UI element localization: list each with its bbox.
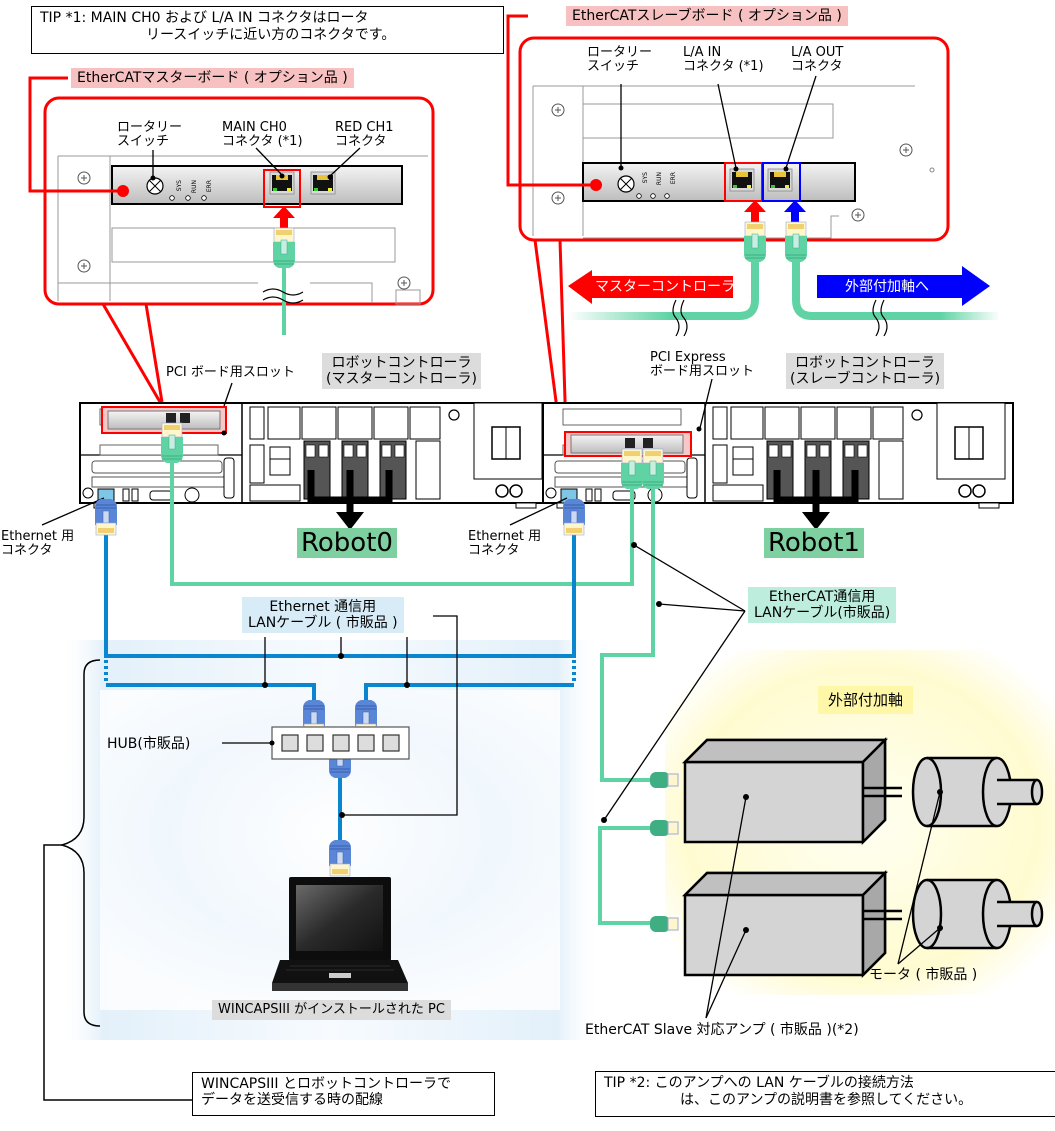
slave-rotary-switch-label: ロータリースイッチ: [587, 45, 653, 74]
pci-slot-label: PCI ボード用スロット: [166, 365, 295, 380]
master-ethernet-connector-label: Ethernet 用コネクタ: [1, 529, 75, 558]
master-controller-name: ロボットコントローラ(マスターコントローラ): [322, 353, 481, 389]
master-board-header: EtherCATマスターボード ( オプション品 ): [71, 68, 354, 88]
la-out-port: [767, 168, 793, 192]
robot1-output-arrow: [773, 470, 859, 515]
master-rotary-switch-label: ロータリースイッチ: [117, 120, 183, 149]
robot1-label: Robot1: [764, 528, 864, 558]
amp-connectors: [650, 772, 679, 932]
robot0-label: Robot0: [297, 528, 397, 558]
arrow-to-master: [568, 270, 733, 304]
master-controller: [79, 402, 551, 509]
to-external-axis-label: 外部付加軸へ: [845, 279, 929, 295]
slave-led-err: ERR: [670, 172, 677, 185]
slave-ethernet-connector-label: Ethernet 用コネクタ: [468, 529, 542, 558]
robot0-output-arrow: [307, 470, 393, 515]
master-led-sys: SYS: [176, 180, 183, 192]
pc-network-brace: [43, 659, 192, 1101]
amp-2: [683, 871, 887, 977]
amp-label: EtherCAT Slave 対応アンプ ( 市販品 )(*2): [585, 1022, 859, 1038]
motor-label: モータ ( 市販品 ): [869, 967, 978, 983]
tip-1-box: TIP *1: MAIN CH0 および L/A IN コネクタはロータ リース…: [31, 6, 504, 54]
tip-1-line-1: TIP *1: MAIN CH0 および L/A IN コネクタはロータ: [40, 10, 369, 26]
laptop-pc-icon: [272, 877, 408, 991]
ethercat-cable-master-to-slave: [170, 460, 655, 925]
master-board-callout: [28, 76, 435, 403]
wiring-note-box: WINCAPSIII とロボットコントローラでデータを送受信する時の配線: [192, 1072, 495, 1116]
la-in-port: [729, 168, 755, 192]
callout-anchor-dot: [117, 185, 129, 197]
tip-2-box: TIP *2: このアンプへの LAN ケーブルの接続方法 は、このアンプの説明…: [595, 1071, 1055, 1117]
tip-2-line-1: TIP *2: このアンプへの LAN ケーブルの接続方法: [604, 1075, 914, 1091]
hub-label: HUB(市販品): [107, 736, 191, 752]
tip-2-line-2: は、このアンプの説明書を参照してください。: [680, 1092, 973, 1108]
arrow-to-external-axis: [817, 266, 990, 306]
hub-device: [222, 726, 410, 760]
slave-board-header: EtherCATスレーブボード ( オプション品 ): [566, 6, 848, 26]
slave-board-callout: [506, 14, 950, 433]
slave-controller-name: ロボットコントローラ(スレーブコントローラ): [786, 353, 945, 389]
master-led-run: RUN: [191, 180, 198, 194]
tip-1-line-2: リースイッチに近い方のコネクタです。: [146, 27, 396, 43]
amp-1: [683, 738, 887, 844]
ethercat-cable-top: [568, 262, 1000, 320]
external-axis-title: 外部付加軸: [818, 686, 914, 714]
pc-label: WINCAPSIII がインストールされた PC: [212, 1000, 451, 1020]
slave-led-sys: SYS: [642, 172, 649, 184]
slave-led-run: RUN: [656, 172, 663, 186]
master-led-err: ERR: [206, 180, 213, 193]
to-master-label: マスターコントローラへ: [595, 279, 749, 295]
